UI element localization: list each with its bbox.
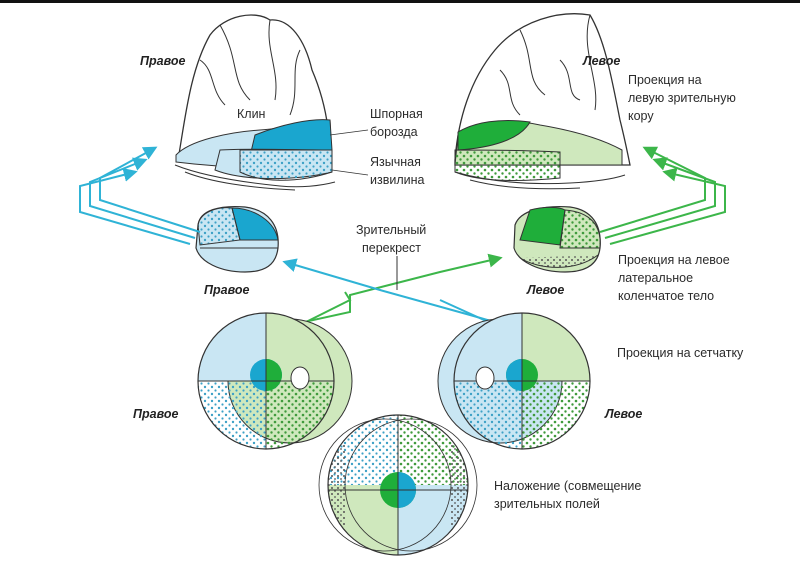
proj-left-cortex-2: левую зрительную <box>628 91 736 105</box>
right-hemisphere <box>174 14 336 191</box>
proj-left-lgn-3: коленчатое тело <box>618 289 714 303</box>
calcarine-label-2: борозда <box>370 125 418 139</box>
calcarine-label-1: Шпорная <box>370 107 423 121</box>
proj-left-cortex-1: Проекция на <box>628 73 702 87</box>
proj-left-cortex-3: кору <box>628 109 654 123</box>
chiasm-label-1: Зрительный <box>356 223 426 237</box>
cuneus-label: Клин <box>237 107 266 121</box>
left-eye-label: Левое <box>604 407 642 421</box>
left-lgn-to-cortex-arrows <box>599 146 726 245</box>
right-lgn <box>195 205 279 273</box>
left-top-label: Левое <box>582 54 620 68</box>
chiasm-label-2: перекрест <box>362 241 421 255</box>
right-top-label: Правое <box>140 54 185 68</box>
right-lgn-to-cortex-arrows <box>79 146 201 245</box>
right-lgn-label: Правое <box>204 283 249 297</box>
lingual-label-2: извилина <box>370 173 425 187</box>
proj-left-lgn-1: Проекция на левое <box>618 253 730 267</box>
proj-retina-label: Проекция на сетчатку <box>617 346 744 360</box>
calcarine-pointer <box>329 129 369 136</box>
right-eye-label: Правое <box>133 407 178 421</box>
left-lgn-label: Левое <box>526 283 564 297</box>
lingual-pointer <box>331 169 369 176</box>
left-hemisphere <box>454 13 631 190</box>
lingual-label-1: Язычная <box>370 155 421 169</box>
overlap-label-1: Наложение (совмещение <box>494 479 641 493</box>
left-lgn <box>513 205 601 273</box>
right-eye-field <box>197 312 353 450</box>
left-eye-field <box>437 312 591 450</box>
overlap-label-2: зрительных полей <box>494 497 600 511</box>
overlap-field <box>318 414 478 556</box>
proj-left-lgn-2: латеральное <box>618 271 693 285</box>
